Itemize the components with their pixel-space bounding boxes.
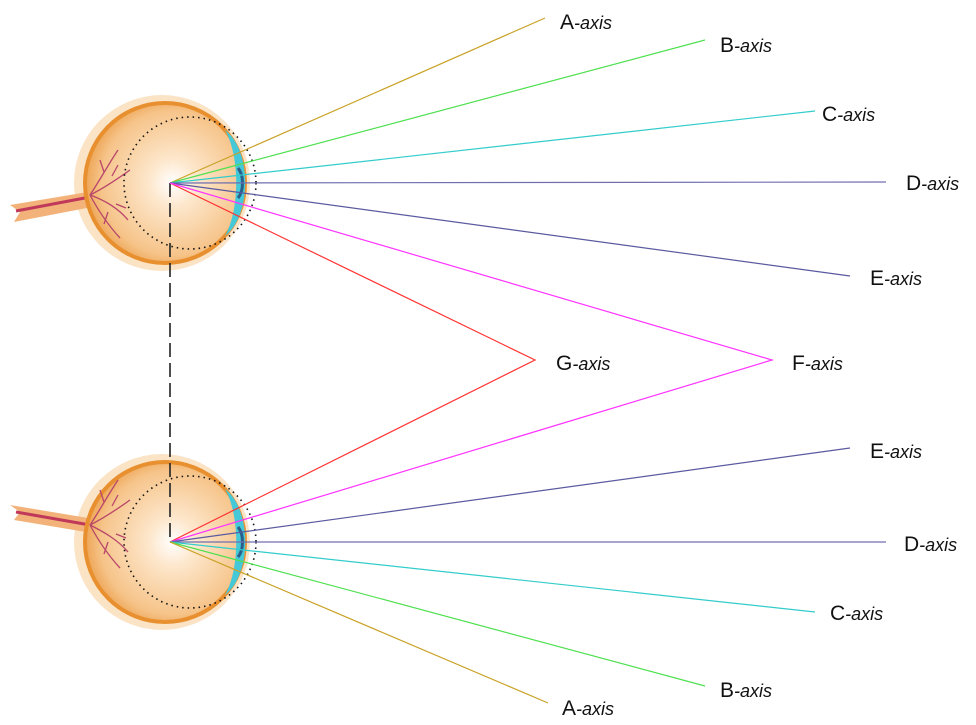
- label-top-b-axis: B-axis: [720, 34, 773, 57]
- label-bottom-a-axis: A-axis: [562, 697, 615, 720]
- ray-bottom-b-line: [169, 541, 706, 687]
- label-bottom-e-axis: E-axis: [870, 440, 923, 463]
- upper-retina-vessels: [89, 149, 131, 239]
- ray-top-b-line: [169, 39, 706, 184]
- ray-f-line: [169, 182, 775, 543]
- upper-optic-nerve: [10, 192, 92, 222]
- lower-cornea: [225, 489, 246, 595]
- upper-optic-vessel: [15, 195, 91, 213]
- label-bottom-b-axis: B-axis: [720, 679, 773, 702]
- ray-bottom-c-line: [169, 541, 816, 613]
- label-top-a-axis: A-axis: [560, 11, 613, 34]
- label-top-c-axis: C-axis: [822, 103, 876, 126]
- ray-g-line: [169, 182, 537, 543]
- ray-bottom-e-line: [169, 447, 851, 543]
- axis-rays: [169, 17, 887, 704]
- upper-cornea: [225, 130, 246, 236]
- label-g-axis: G-axis: [556, 352, 611, 375]
- label-bottom-c-axis: C-axis: [830, 602, 884, 625]
- label-f-axis: F-axis: [792, 352, 843, 375]
- lower-optic-vessel: [15, 510, 91, 527]
- ray-bottom-a-line: [169, 541, 549, 704]
- ray-top-d-line: [169, 181, 887, 184]
- label-top-d-axis: D-axis: [906, 172, 960, 195]
- ray-top-e-line: [169, 182, 851, 277]
- ray-top-c-line: [169, 110, 816, 184]
- label-top-e-axis: E-axis: [870, 267, 923, 290]
- upper-eyeball-illustration: [10, 95, 257, 271]
- ray-top-a-line: [169, 17, 546, 184]
- label-bottom-d-axis: D-axis: [904, 533, 958, 556]
- lower-retina-vessels: [89, 479, 131, 569]
